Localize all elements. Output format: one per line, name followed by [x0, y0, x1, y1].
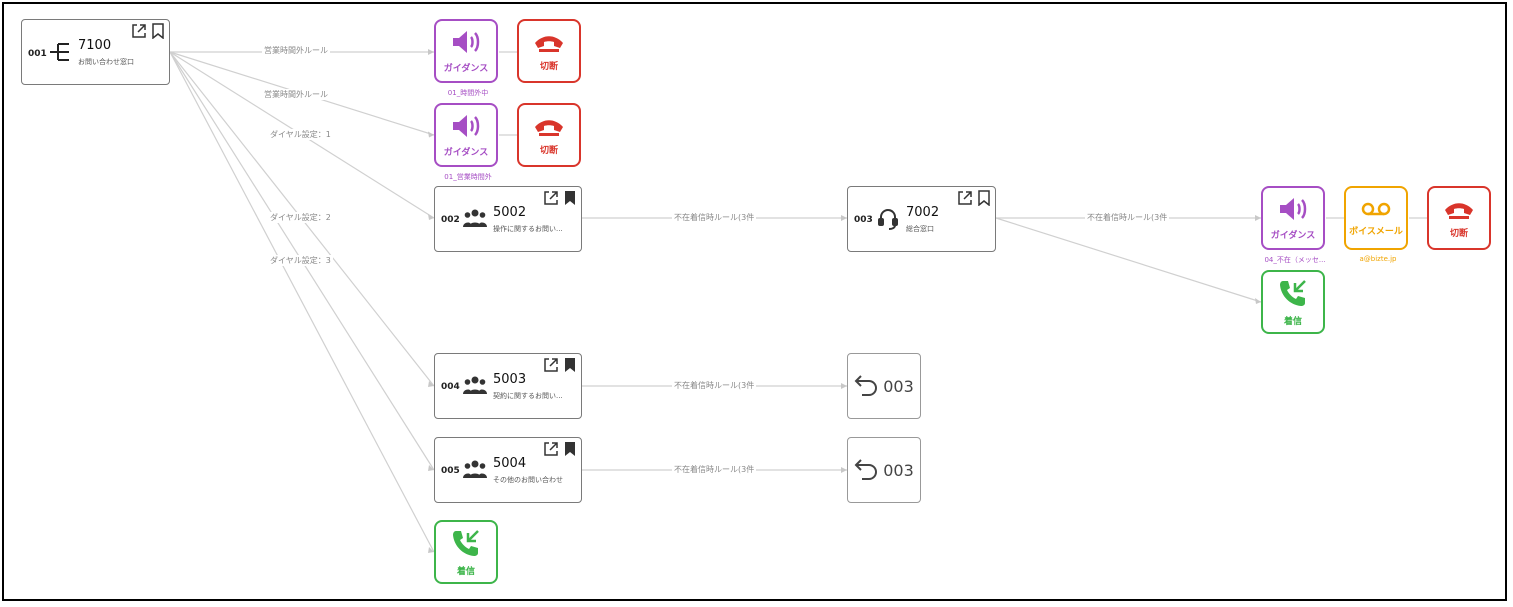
incoming-tile-2[interactable]: 着信: [1261, 270, 1325, 334]
tile-caption: a@bizte.jp: [1359, 255, 1397, 263]
guidance-tile-1[interactable]: ガイダンス 01_時間外中: [434, 19, 498, 97]
node-subtitle: お問い合わせ窓口: [78, 58, 134, 66]
arrowhead: [841, 467, 847, 473]
tile-caption: 01_時間外中: [447, 89, 489, 97]
hangup-phone-icon: [533, 31, 565, 57]
arrowhead: [841, 383, 847, 389]
node-number: 7100: [78, 38, 112, 53]
incoming-call-icon: [1278, 278, 1308, 312]
tile-label: 切断: [539, 61, 558, 72]
node-005[interactable]: 005 5004 その他のお問い合わせ: [434, 437, 582, 503]
voicemail-tile[interactable]: ボイスメール a@bizte.jp: [1344, 186, 1408, 263]
goto-target: 003: [883, 460, 914, 480]
goto-target: 003: [883, 376, 914, 396]
tile-label: ボイスメール: [1349, 226, 1403, 237]
edge-001-incoming1: [169, 51, 435, 553]
external-link-icon[interactable]: [957, 190, 973, 210]
speaker-icon: [451, 113, 481, 143]
node-subtitle: 総合窓口: [906, 225, 934, 233]
edge-label-dial-3: ダイヤル設定：3: [268, 255, 333, 266]
external-link-icon[interactable]: [543, 190, 559, 210]
edge-label-missed-1: 不在着信時ルール(3件: [672, 212, 757, 223]
node-subtitle: 操作に関するお問い...: [493, 225, 563, 233]
tile-label: ガイダンス: [443, 63, 489, 74]
group-icon: [463, 376, 487, 398]
bookmark-icon[interactable]: [563, 441, 577, 461]
hangup-tile-3[interactable]: 切断: [1427, 186, 1491, 250]
guidance-tile-3[interactable]: ガイダンス 04_不在（メッセ...: [1261, 186, 1326, 264]
node-004[interactable]: 004 5003 契約に関するお問い...: [434, 353, 582, 419]
tile-caption: 01_営業時間外: [444, 173, 492, 181]
node-id: 005: [441, 466, 460, 476]
return-arrow-icon: [854, 372, 880, 400]
node-id: 004: [441, 382, 460, 392]
edge-label-missed-3: 不在着信時ルール(3件: [672, 380, 757, 391]
bookmark-icon[interactable]: [151, 23, 165, 43]
edge-label-dial-2: ダイヤル設定：2: [268, 212, 333, 223]
tile-label: ガイダンス: [443, 147, 489, 158]
external-link-icon[interactable]: [543, 441, 559, 461]
edge-label-dial-1: ダイヤル設定：1: [268, 129, 333, 140]
node-002[interactable]: 002 5002 操作に関するお問い...: [434, 186, 582, 252]
edge-label-missed-4: 不在着信時ルール(3件: [672, 464, 757, 475]
guidance-tile-2[interactable]: ガイダンス 01_営業時間外: [434, 103, 498, 181]
speaker-icon: [451, 29, 481, 59]
node-subtitle: その他のお問い合わせ: [493, 476, 563, 484]
hangup-tile-1[interactable]: 切断: [517, 19, 581, 83]
edge-label-after-hours-1: 営業時間外ルール: [262, 45, 330, 56]
node-003[interactable]: 003 7002 総合窓口: [847, 186, 996, 252]
goto-node-1[interactable]: 003: [847, 353, 921, 419]
tile-label: 切断: [539, 145, 558, 156]
bookmark-icon[interactable]: [563, 190, 577, 210]
speaker-icon: [1278, 196, 1308, 226]
arrowhead: [428, 547, 434, 553]
goto-node-2[interactable]: 003: [847, 437, 921, 503]
tile-caption: 04_不在（メッセ...: [1264, 256, 1326, 264]
arrowhead: [428, 465, 434, 471]
hangup-phone-icon: [533, 115, 565, 141]
group-icon: [463, 209, 487, 231]
external-link-icon[interactable]: [543, 357, 559, 377]
ivr-tree-icon: [49, 40, 73, 68]
hangup-tile-2[interactable]: 切断: [517, 103, 581, 167]
hangup-phone-icon: [1443, 198, 1475, 224]
edge-003-incoming2: [995, 217, 1262, 303]
node-number: 5002: [493, 205, 527, 220]
node-id: 003: [854, 215, 873, 225]
arrowhead: [428, 214, 434, 220]
incoming-tile-1[interactable]: 着信: [434, 520, 498, 584]
node-id: 001: [28, 49, 47, 59]
node-number: 5003: [493, 372, 527, 387]
arrowhead: [1255, 298, 1261, 304]
node-id: 002: [441, 215, 460, 225]
tile-label: 着信: [456, 566, 475, 577]
return-arrow-icon: [854, 456, 880, 484]
bookmark-icon[interactable]: [977, 190, 991, 210]
edge-label-missed-2: 不在着信時ルール(3件: [1085, 212, 1170, 223]
tile-label: 着信: [1283, 316, 1302, 327]
external-link-icon[interactable]: [131, 23, 147, 43]
arrowhead: [841, 215, 847, 221]
group-icon: [463, 460, 487, 482]
arrowhead: [428, 131, 434, 138]
voicemail-icon: [1361, 200, 1391, 222]
arrowhead: [428, 49, 434, 55]
node-001[interactable]: 001 7100 お問い合わせ窓口: [21, 19, 170, 85]
arrowhead: [428, 381, 434, 387]
node-subtitle: 契約に関するお問い...: [493, 392, 563, 400]
edge-label-after-hours-2: 営業時間外ルール: [262, 89, 330, 100]
node-number: 7002: [906, 205, 940, 220]
tile-label: 切断: [1449, 228, 1468, 239]
tile-label: ガイダンス: [1270, 230, 1316, 241]
arrowhead: [1255, 215, 1261, 221]
node-number: 5004: [493, 456, 527, 471]
headset-icon: [878, 208, 898, 234]
bookmark-icon[interactable]: [563, 357, 577, 377]
incoming-call-icon: [451, 528, 481, 562]
